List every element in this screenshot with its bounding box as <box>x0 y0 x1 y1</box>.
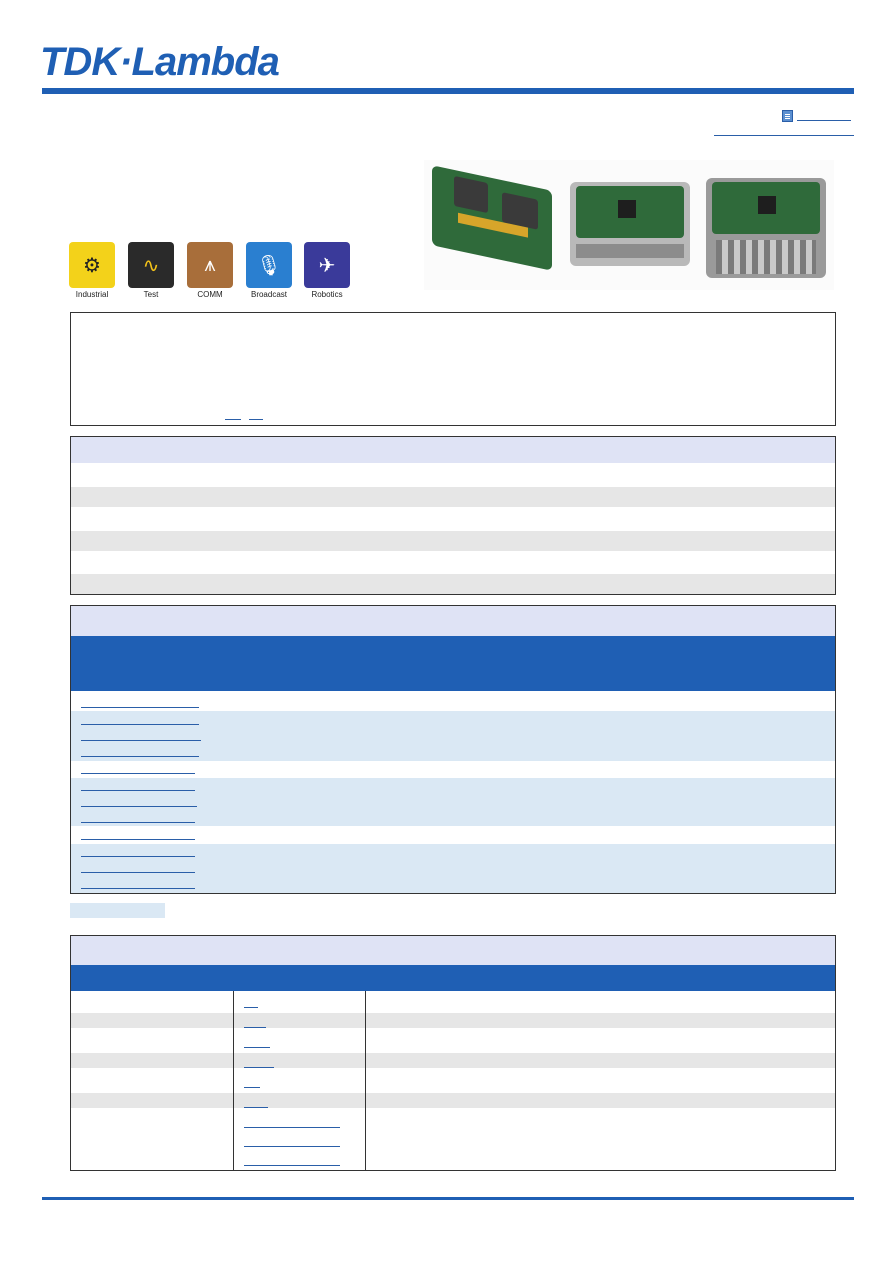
drone-icon: ✈ <box>304 242 350 288</box>
waveform-icon: ∿ <box>128 242 174 288</box>
product-image-1 <box>432 165 552 271</box>
table-row <box>71 1013 835 1028</box>
datasheet-link-underline <box>797 111 851 121</box>
column-divider <box>365 991 366 1170</box>
app-label-robotics: Robotics <box>311 290 343 299</box>
model-link[interactable] <box>81 880 195 889</box>
document-link[interactable] <box>244 1099 268 1108</box>
model-link[interactable] <box>81 699 199 708</box>
model-link[interactable] <box>81 748 199 757</box>
models-column-header <box>71 636 835 691</box>
app-label-test: Test <box>143 290 159 299</box>
models-table <box>70 605 836 894</box>
description-box <box>70 312 836 426</box>
footer-rule <box>42 1197 854 1200</box>
table-row <box>71 1093 835 1108</box>
model-link[interactable] <box>81 798 197 807</box>
product-image-2 <box>570 182 690 266</box>
table-row-group <box>71 711 835 761</box>
model-link[interactable] <box>81 732 201 741</box>
document-link[interactable] <box>244 1019 266 1028</box>
specifications-header <box>71 437 835 463</box>
documents-header <box>71 936 835 965</box>
header-rule <box>42 88 854 94</box>
document-link[interactable] <box>244 1138 340 1147</box>
app-label-comm: COMM <box>197 290 223 299</box>
models-header <box>71 606 835 636</box>
model-link[interactable] <box>81 814 195 823</box>
app-label-industrial: Industrial <box>75 290 109 299</box>
product-photos <box>424 160 834 290</box>
table-row-group <box>71 778 835 826</box>
document-icon <box>782 110 793 122</box>
antenna-tower-icon: ⩚ <box>187 242 233 288</box>
document-link[interactable] <box>244 1157 340 1166</box>
specifications-table <box>70 436 836 595</box>
table-row <box>71 487 835 507</box>
table-row <box>71 574 835 594</box>
gears-icon: ⚙ <box>69 242 115 288</box>
model-link[interactable] <box>81 716 199 725</box>
document-link[interactable] <box>244 1039 270 1048</box>
model-link[interactable] <box>81 782 195 791</box>
document-link[interactable] <box>244 1079 260 1088</box>
description-link-2[interactable] <box>249 411 263 420</box>
company-logo: TDK·Lambda <box>40 40 280 84</box>
model-link[interactable] <box>81 765 195 774</box>
table-row <box>71 531 835 551</box>
documents-column-header <box>71 965 835 991</box>
model-link[interactable] <box>81 831 195 840</box>
product-image-3 <box>706 178 826 278</box>
document-link[interactable] <box>244 1059 274 1068</box>
model-link[interactable] <box>81 864 195 873</box>
header-link[interactable] <box>714 126 854 136</box>
table-row <box>71 1053 835 1068</box>
document-link[interactable] <box>244 1119 340 1128</box>
datasheet-link[interactable] <box>782 110 854 122</box>
documents-table <box>70 935 836 1171</box>
app-label-broadcast: Broadcast <box>250 290 288 299</box>
column-divider <box>233 991 234 1170</box>
document-link[interactable] <box>244 999 258 1008</box>
footnote-tag <box>70 903 165 918</box>
description-link-1[interactable] <box>225 411 241 420</box>
model-link[interactable] <box>81 848 195 857</box>
microphone-icon: 🎙 <box>246 242 292 288</box>
table-row-group <box>71 844 835 893</box>
